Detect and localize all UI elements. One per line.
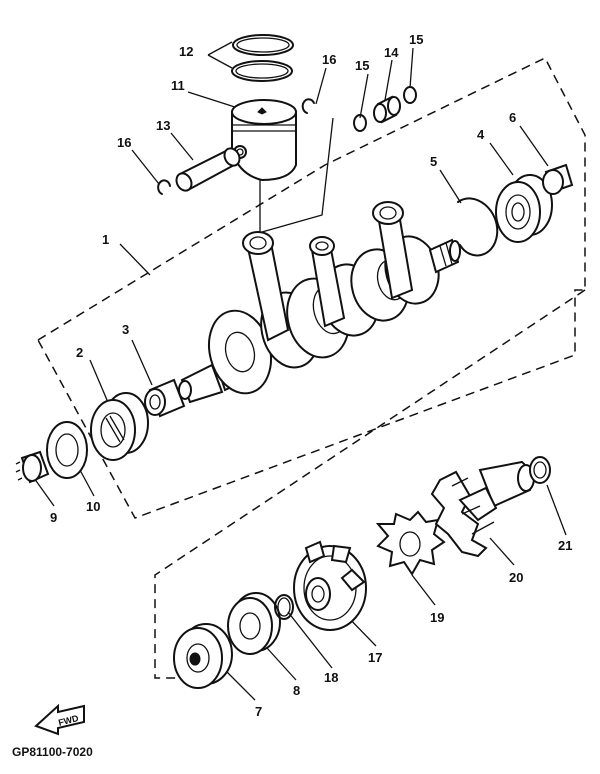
bushing xyxy=(144,378,186,418)
crankshaft xyxy=(178,201,461,404)
oil-seal xyxy=(173,623,233,689)
figure-code: GP81100-7020 xyxy=(12,745,93,759)
callout-17: 17 xyxy=(368,650,382,665)
main-bearing-left xyxy=(90,392,149,461)
rubber-damper xyxy=(375,510,446,576)
callout-13: 13 xyxy=(156,118,170,133)
clip-9 xyxy=(15,450,50,484)
callout-8: 8 xyxy=(293,683,300,698)
callout-20: 20 xyxy=(509,570,523,585)
seal-ring-right xyxy=(542,163,574,195)
callout-10: 10 xyxy=(86,499,100,514)
callout-12: 12 xyxy=(179,44,193,59)
callout-2: 2 xyxy=(76,345,83,360)
callout-19: 19 xyxy=(430,610,444,625)
callout-21: 21 xyxy=(558,538,572,553)
callout-11: 11 xyxy=(171,78,185,93)
coupling-17 xyxy=(293,540,367,631)
callout-6: 6 xyxy=(509,110,516,125)
crank-circlip xyxy=(457,197,499,257)
circlips xyxy=(157,98,315,195)
callout-4: 4 xyxy=(477,127,485,142)
small-end-parts xyxy=(353,86,417,132)
callout-15-left: 15 xyxy=(355,58,369,73)
assembly-boundary xyxy=(36,57,586,679)
washer-10 xyxy=(46,421,88,479)
forward-arrow-icon: FWD xyxy=(34,703,85,736)
callout-16-right: 16 xyxy=(322,52,336,67)
coupling-20 xyxy=(430,460,535,558)
piston xyxy=(231,99,297,182)
callout-18: 18 xyxy=(324,670,338,685)
callout-7: 7 xyxy=(255,704,262,719)
callout-15-right: 15 xyxy=(409,32,423,47)
callout-1: 1 xyxy=(102,232,109,247)
callout-14: 14 xyxy=(384,45,399,60)
o-ring xyxy=(274,594,294,620)
piston-pin xyxy=(175,147,241,192)
callout-numbers: 1 2 3 4 5 6 7 8 9 10 11 12 13 14 15 15 1… xyxy=(50,32,572,719)
piston-rings xyxy=(231,34,294,82)
seal-holder xyxy=(227,592,281,655)
leader-lines xyxy=(33,41,567,701)
callout-9: 9 xyxy=(50,510,57,525)
washer-21 xyxy=(529,456,551,484)
callout-3: 3 xyxy=(122,322,129,337)
callout-16-left: 16 xyxy=(117,135,131,150)
callout-5: 5 xyxy=(430,154,437,169)
fwd-label: FWD xyxy=(57,713,80,728)
main-bearing-right xyxy=(495,174,553,243)
